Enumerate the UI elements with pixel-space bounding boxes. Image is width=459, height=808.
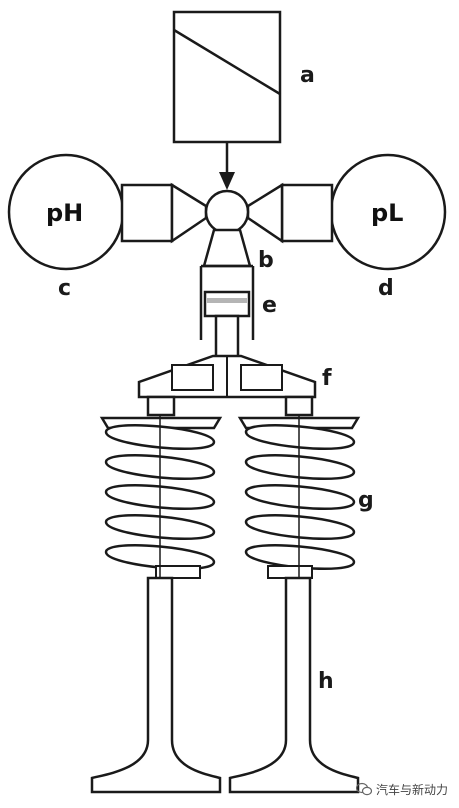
watermark: 汽车与新动力 xyxy=(356,778,448,800)
left-valve xyxy=(90,415,222,794)
right-valve xyxy=(228,415,360,794)
right-valve-spring xyxy=(237,416,361,579)
left-valve-spring xyxy=(99,416,223,579)
label-d: d xyxy=(378,276,394,301)
label-g: g xyxy=(358,488,374,513)
valve-bridge xyxy=(137,354,317,417)
label-h: h xyxy=(318,669,334,694)
left-duct xyxy=(120,182,208,244)
rotary-valve xyxy=(202,189,252,268)
label-f: f xyxy=(322,366,332,391)
chat-bubble-icon xyxy=(356,782,372,796)
actuator-cylinder xyxy=(199,264,255,340)
control-box xyxy=(172,10,282,144)
watermark-text: 汽车与新动力 xyxy=(376,782,449,797)
label-c: c xyxy=(58,276,71,301)
label-e: e xyxy=(262,293,277,318)
piston xyxy=(203,290,251,360)
low-pressure-label: pL xyxy=(371,199,403,227)
label-a: a xyxy=(300,63,315,88)
right-duct xyxy=(246,182,334,244)
high-pressure-label: pH xyxy=(46,199,83,227)
signal-arrow xyxy=(219,142,235,190)
label-b: b xyxy=(258,248,274,273)
